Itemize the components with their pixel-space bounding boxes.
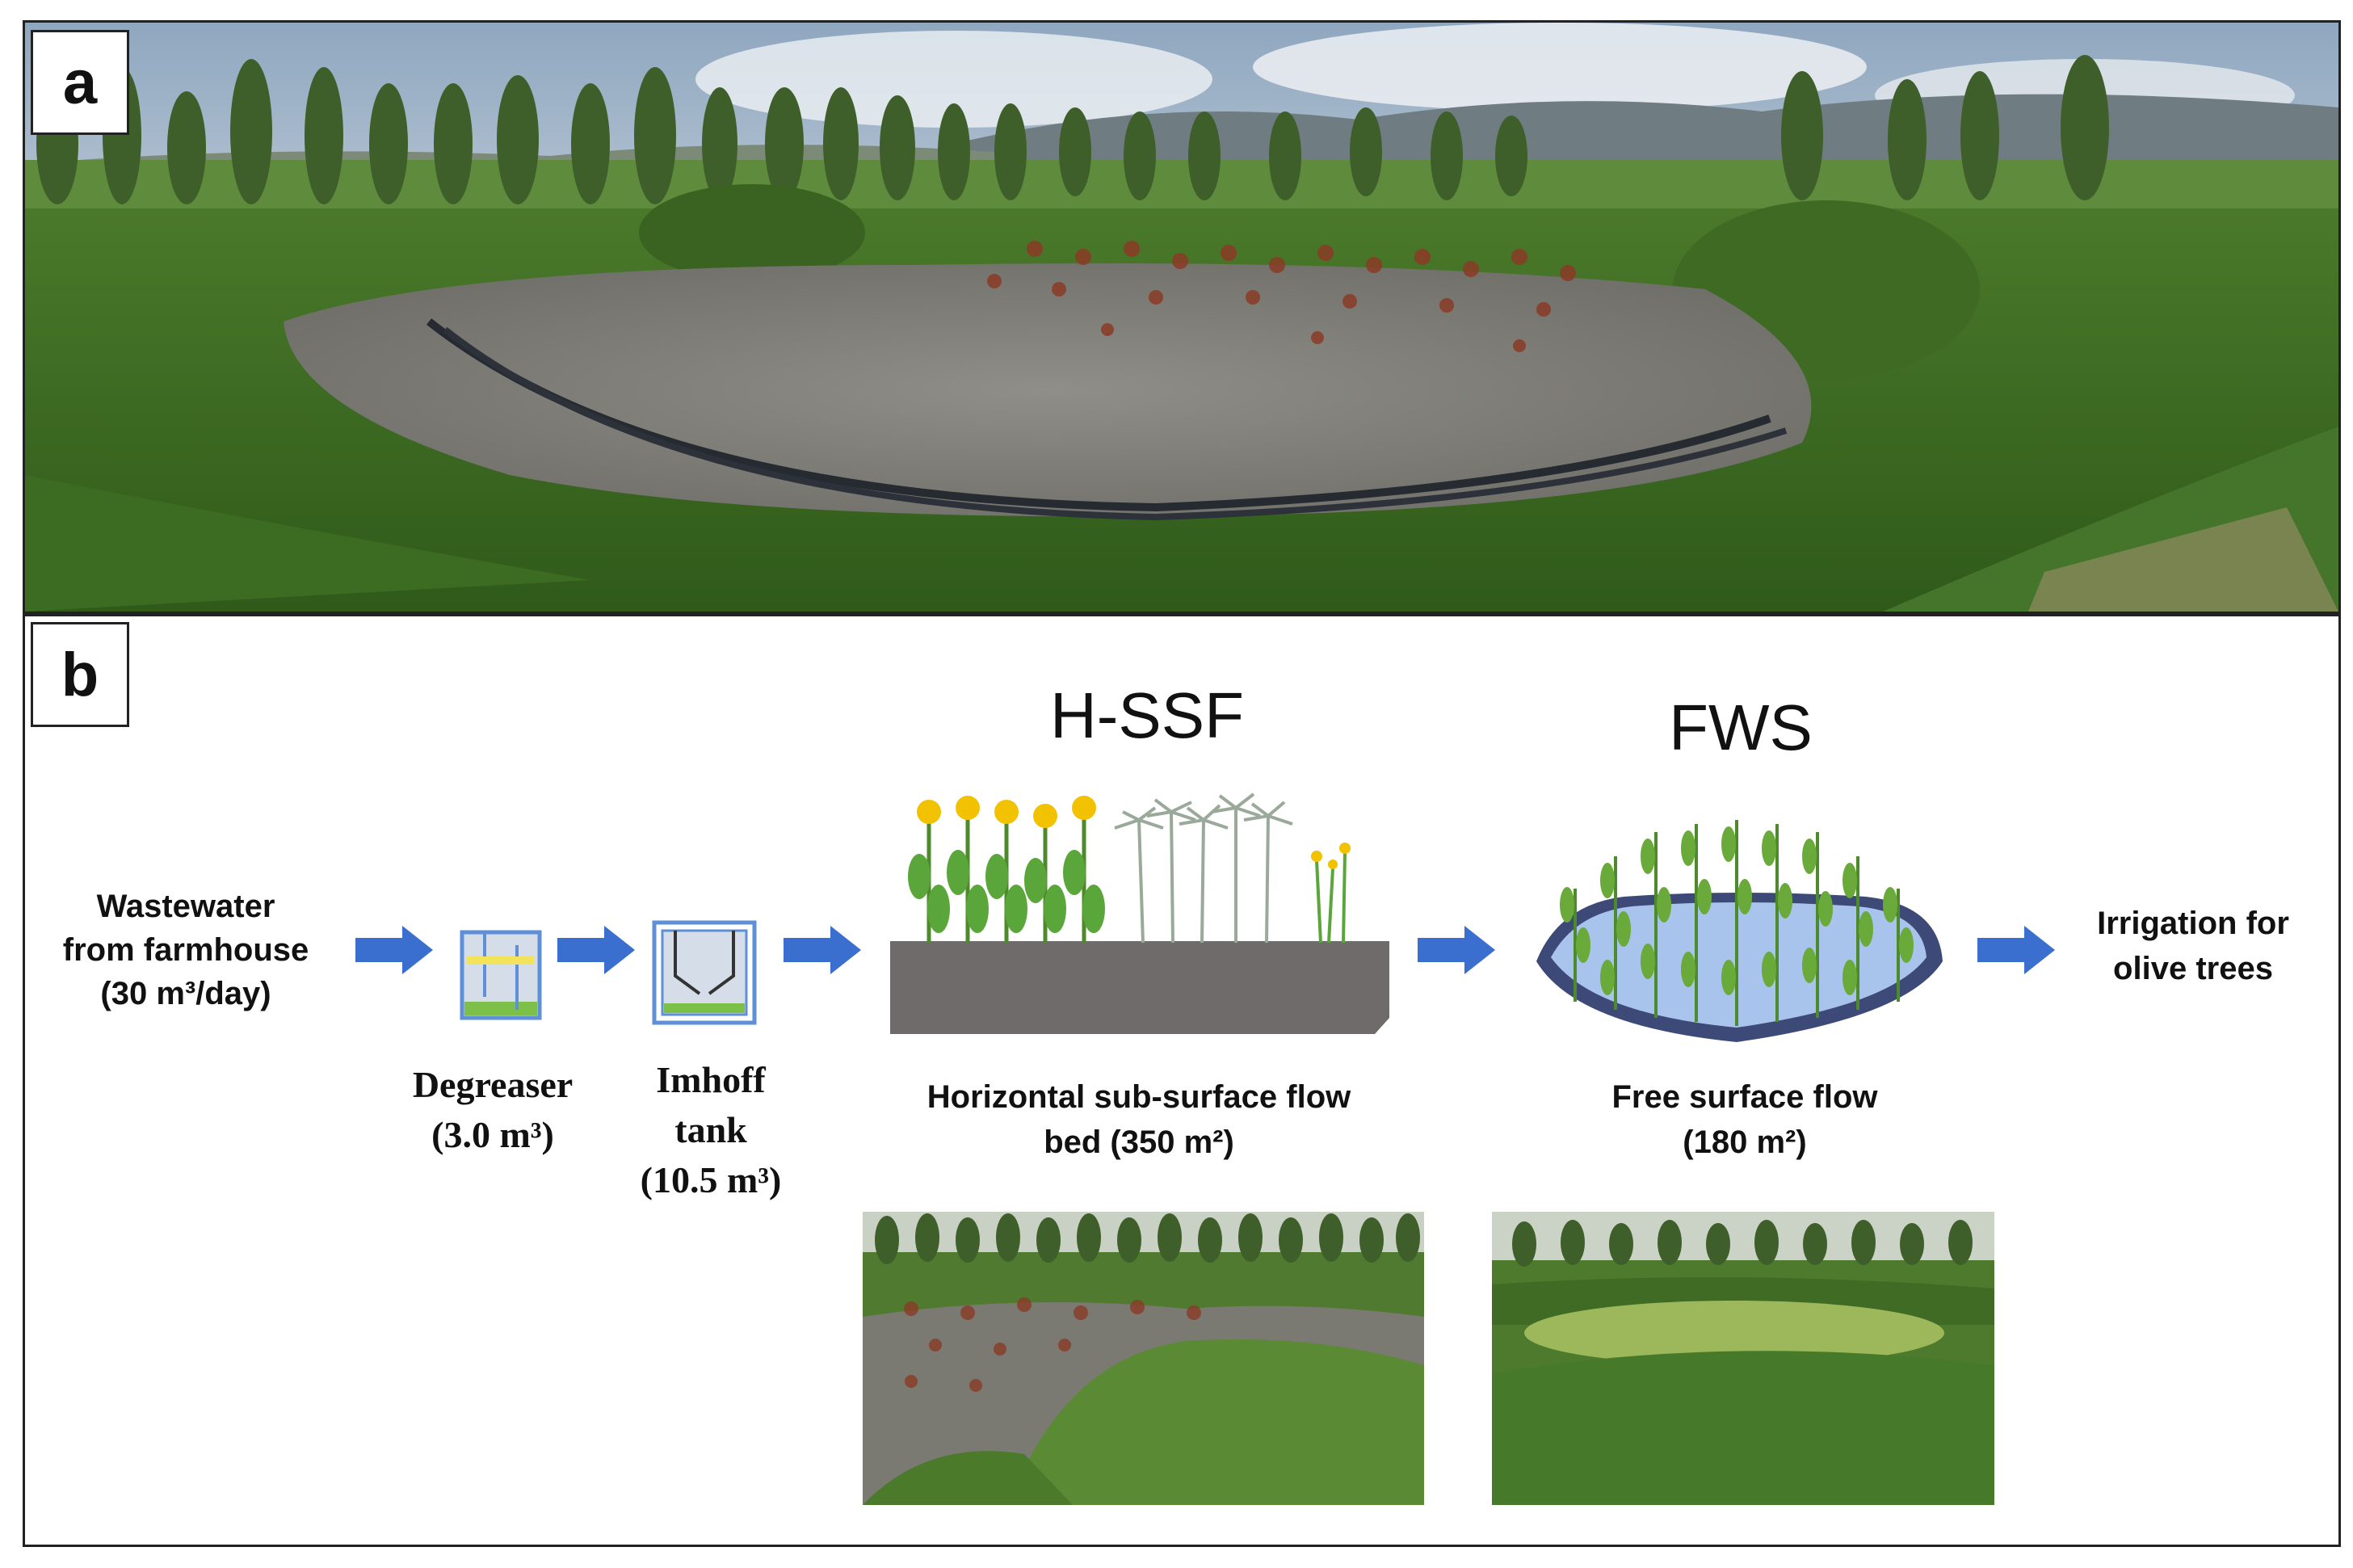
panel-letter-a: a <box>31 30 129 135</box>
degreaser-label: Degreaser (3.0 m³) <box>412 1064 574 1155</box>
fws-pond-illustration <box>1536 820 1943 1042</box>
panel-letter-b: b <box>31 622 129 727</box>
hssf-heading: H-SSF <box>1050 679 1244 751</box>
panel-a-photo <box>23 20 2341 614</box>
irrigation-output-label: Irrigation for olive trees <box>2097 906 2289 986</box>
hssf-label: Horizontal sub-surface flow bed (350 m²) <box>926 1079 1351 1160</box>
hssf-site-photo <box>863 1212 1424 1505</box>
fws-site-photo <box>1492 1212 1994 1505</box>
imhoff-tank-icon <box>652 920 757 1025</box>
hssf-bed-illustration <box>890 792 1389 1034</box>
flow-arrow-2 <box>557 926 635 974</box>
flow-arrow-5 <box>1977 926 2055 974</box>
panel-b-diagram <box>23 614 2341 1547</box>
flow-arrow-1 <box>355 926 433 974</box>
papyrus-plants-group <box>1114 792 1293 944</box>
wastewater-source-label: Wastewater from farmhouse (30 m³/day) <box>62 889 309 1011</box>
flower-plants-group <box>908 796 1105 943</box>
fws-label: Free surface flow (180 m²) <box>1611 1079 1878 1160</box>
imhoff-label: Imhoff tank (10.5 m³) <box>640 1059 782 1200</box>
flow-arrow-3 <box>784 926 861 974</box>
wetland-panorama-photo <box>25 23 2338 612</box>
flow-arrow-4 <box>1418 926 1495 974</box>
degreaser-tank-icon <box>460 930 542 1020</box>
fws-heading: FWS <box>1669 692 1813 763</box>
